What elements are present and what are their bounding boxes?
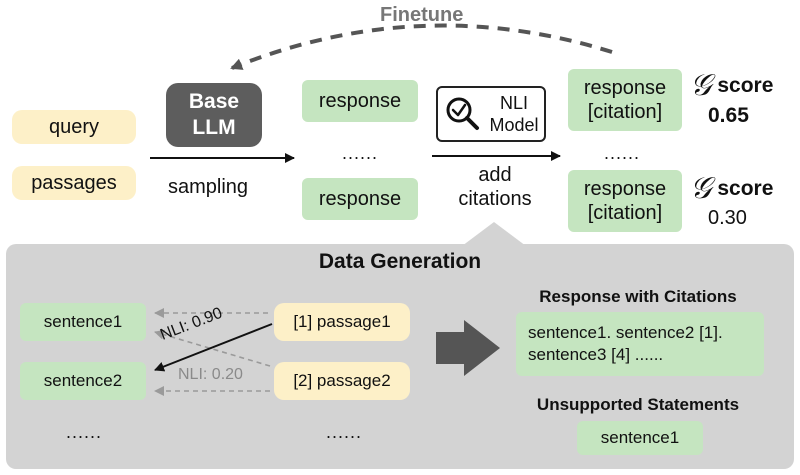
passage2-box: [2] passage2 (274, 362, 410, 400)
cited-response-1-line2: [citation] (587, 101, 663, 123)
responses-ellipsis: ...... (342, 143, 379, 163)
response-with-citations-line1: sentence1. sentence2 [1]. (528, 323, 723, 342)
sampling-label: sampling (168, 176, 249, 198)
nli-model-line1: NLI (499, 93, 528, 113)
base-llm-box: Base LLM (166, 83, 262, 147)
cited-response-1-line1: response (583, 77, 667, 99)
passages-ellipsis: ...... (326, 422, 363, 442)
score-label-1: 𝒢 score (690, 68, 773, 103)
base-llm-line1: Base (188, 90, 240, 113)
cited-response-2-line2: [citation] (587, 202, 663, 224)
query-box: query (12, 110, 136, 144)
score-word-1: score (717, 73, 774, 97)
data-generation-title: Data Generation (318, 250, 482, 273)
base-llm-line2: LLM (192, 116, 236, 139)
score-word-2: score (717, 176, 774, 200)
passage1-to-sentence2-arrow (154, 323, 273, 372)
nli-model-box: NLI Model (436, 86, 546, 142)
add-citations-line2: citations (458, 188, 532, 210)
unsupported-statements-title: Unsupported Statements (536, 395, 740, 414)
score-value-2: 0.30 (708, 207, 747, 229)
add-citations-label: add citations (440, 163, 550, 211)
passage2-to-sentence1-arrow (154, 329, 271, 367)
finetune-arrow (230, 23, 613, 70)
cited-responses-ellipsis: ...... (604, 143, 641, 163)
cited-response-box-2: response [citation] (568, 170, 682, 232)
nli-model-line2: Model (489, 115, 539, 135)
sentence2-box: sentence2 (20, 362, 146, 400)
unsupported-sentence1-box: sentence1 (577, 421, 703, 455)
sentences-ellipsis: ...... (66, 422, 103, 442)
finetune-label: Finetune (380, 4, 464, 26)
add-citations-line1: add (478, 164, 512, 186)
response-with-citations-line2: sentence3 [4] ...... (528, 345, 664, 364)
passage1-box: [1] passage1 (274, 303, 410, 341)
score-value-1: 0.65 (708, 104, 749, 127)
response-box-1: response (302, 80, 418, 122)
passages-box: passages (12, 166, 136, 200)
g-score-glyph-2: 𝒢 (690, 171, 712, 206)
response-box-2: response (302, 178, 418, 220)
score-label-2: 𝒢 score (690, 171, 773, 206)
g-score-glyph-1: 𝒢 (690, 68, 712, 103)
sentence1-box: sentence1 (20, 303, 146, 341)
big-right-arrow (436, 320, 500, 376)
response-with-citations-box: sentence1. sentence2 [1]. sentence3 [4] … (516, 312, 764, 376)
cited-response-2-line1: response (583, 178, 667, 200)
cited-response-box-1: response [citation] (568, 69, 682, 131)
response-with-citations-title: Response with Citations (539, 287, 737, 306)
nli-low-label: NLI: 0.20 (178, 366, 243, 383)
magnifier-check-icon (446, 97, 480, 130)
